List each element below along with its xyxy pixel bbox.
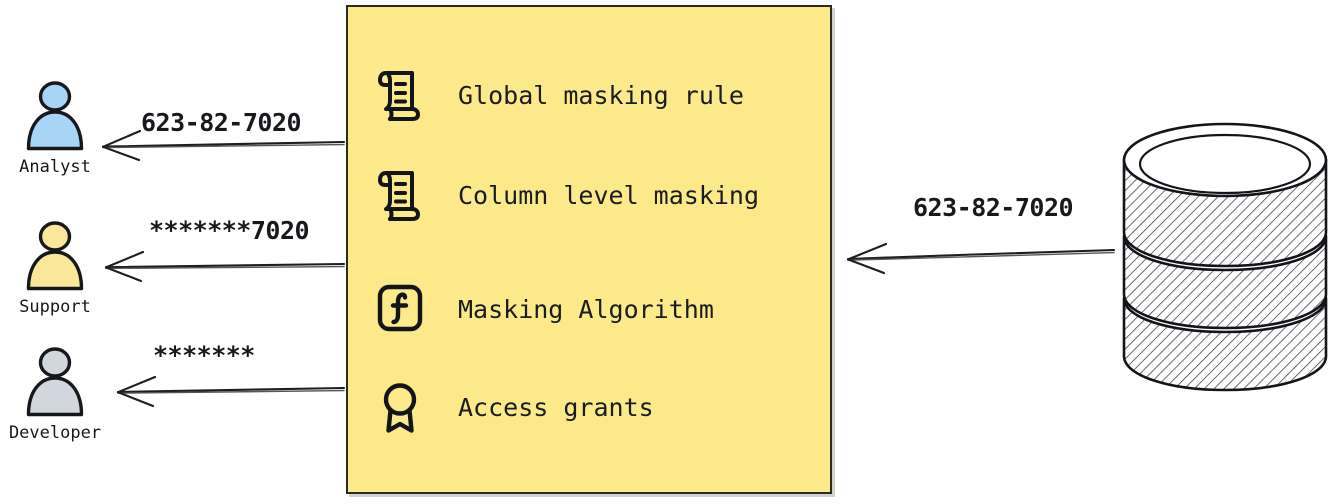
person-icon [26, 347, 84, 417]
policy-item-column-level-masking[interactable]: Column level masking [374, 165, 759, 225]
policy-item-label: Access grants [458, 392, 654, 422]
scroll-document-icon [374, 167, 426, 223]
actor-label: Developer [8, 423, 102, 443]
actor-developer[interactable]: Developer [0, 344, 110, 443]
policy-item-label: Column level masking [458, 180, 760, 210]
arrow-database-to-card [846, 242, 1116, 275]
policy-item-global-masking-rule[interactable]: Global masking rule [374, 65, 744, 125]
policy-item-label: Global masking rule [458, 80, 744, 110]
actor-label: Analyst [19, 157, 91, 177]
policy-item-masking-algorithm[interactable]: Masking Algorithm [374, 279, 714, 339]
policy-item-access-grants[interactable]: Access grants [374, 377, 654, 437]
policy-item-label: Masking Algorithm [458, 294, 714, 324]
actor-label: Support [19, 297, 91, 317]
flow-value-analyst: 623-82-7020 [141, 108, 302, 137]
arrow-to-developer [116, 375, 346, 408]
arrow-to-support [104, 250, 346, 283]
person-icon [26, 81, 84, 151]
flow-value-support: *******7020 [149, 216, 310, 245]
policy-card: Global masking rule Column level maski [346, 5, 832, 494]
scroll-document-icon [374, 67, 426, 123]
flow-value-developer: ******* [153, 341, 255, 370]
person-icon [26, 221, 84, 291]
actor-analyst[interactable]: Analyst [0, 78, 110, 177]
flow-value-database: 623-82-7020 [913, 193, 1074, 222]
award-ribbon-icon [374, 379, 426, 435]
actor-support[interactable]: Support [0, 218, 110, 317]
database-cylinder-icon[interactable] [1118, 118, 1332, 398]
function-f-icon [374, 281, 426, 337]
